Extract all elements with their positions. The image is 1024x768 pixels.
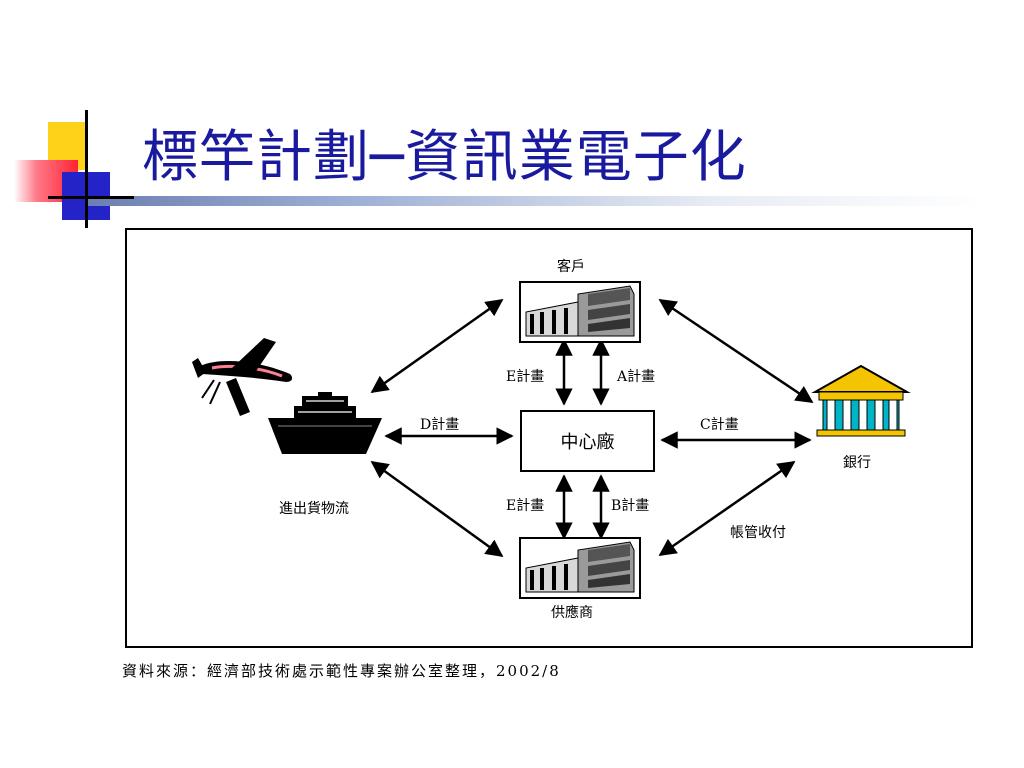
center-factory-box: 中心廠 xyxy=(520,410,655,472)
deco-vertical-line xyxy=(85,110,88,228)
bank-icon xyxy=(811,364,911,437)
a-plan-label: A計畫 xyxy=(617,369,656,385)
slide-title: 標竿計劃─資訊業電子化 xyxy=(142,125,747,190)
supplier-label: 供應商 xyxy=(551,605,593,621)
factory-icon xyxy=(519,537,641,599)
b-plan-label: B計畫 xyxy=(611,498,650,514)
arrow-customer-bank xyxy=(658,298,814,404)
e-plan-top-label: E計畫 xyxy=(506,369,545,385)
arrow-logistics-supplier xyxy=(370,460,504,558)
payables-label: 帳管收付 xyxy=(730,525,786,541)
diagram-frame xyxy=(125,228,973,648)
c-plan-label: C計畫 xyxy=(700,417,739,433)
customer-label: 客戶 xyxy=(557,259,585,275)
logistics-label: 進出貨物流 xyxy=(279,501,349,517)
source-caption: 資料來源：經濟部技術處示範性專案辦公室整理，2002/8 xyxy=(122,662,561,680)
bank-label: 銀行 xyxy=(843,455,871,471)
airplane-icon xyxy=(192,338,293,416)
e-plan-bottom-label: E計畫 xyxy=(506,498,545,514)
ship-icon xyxy=(268,392,382,454)
deco-horizontal-line xyxy=(48,196,134,199)
center-factory-label: 中心廠 xyxy=(560,432,615,453)
arrow-logistics-customer xyxy=(370,298,504,394)
title-underline xyxy=(86,196,986,206)
factory-icon xyxy=(519,281,641,343)
arrow-supplier-bank xyxy=(658,460,796,557)
d-plan-label: D計畫 xyxy=(420,417,460,433)
